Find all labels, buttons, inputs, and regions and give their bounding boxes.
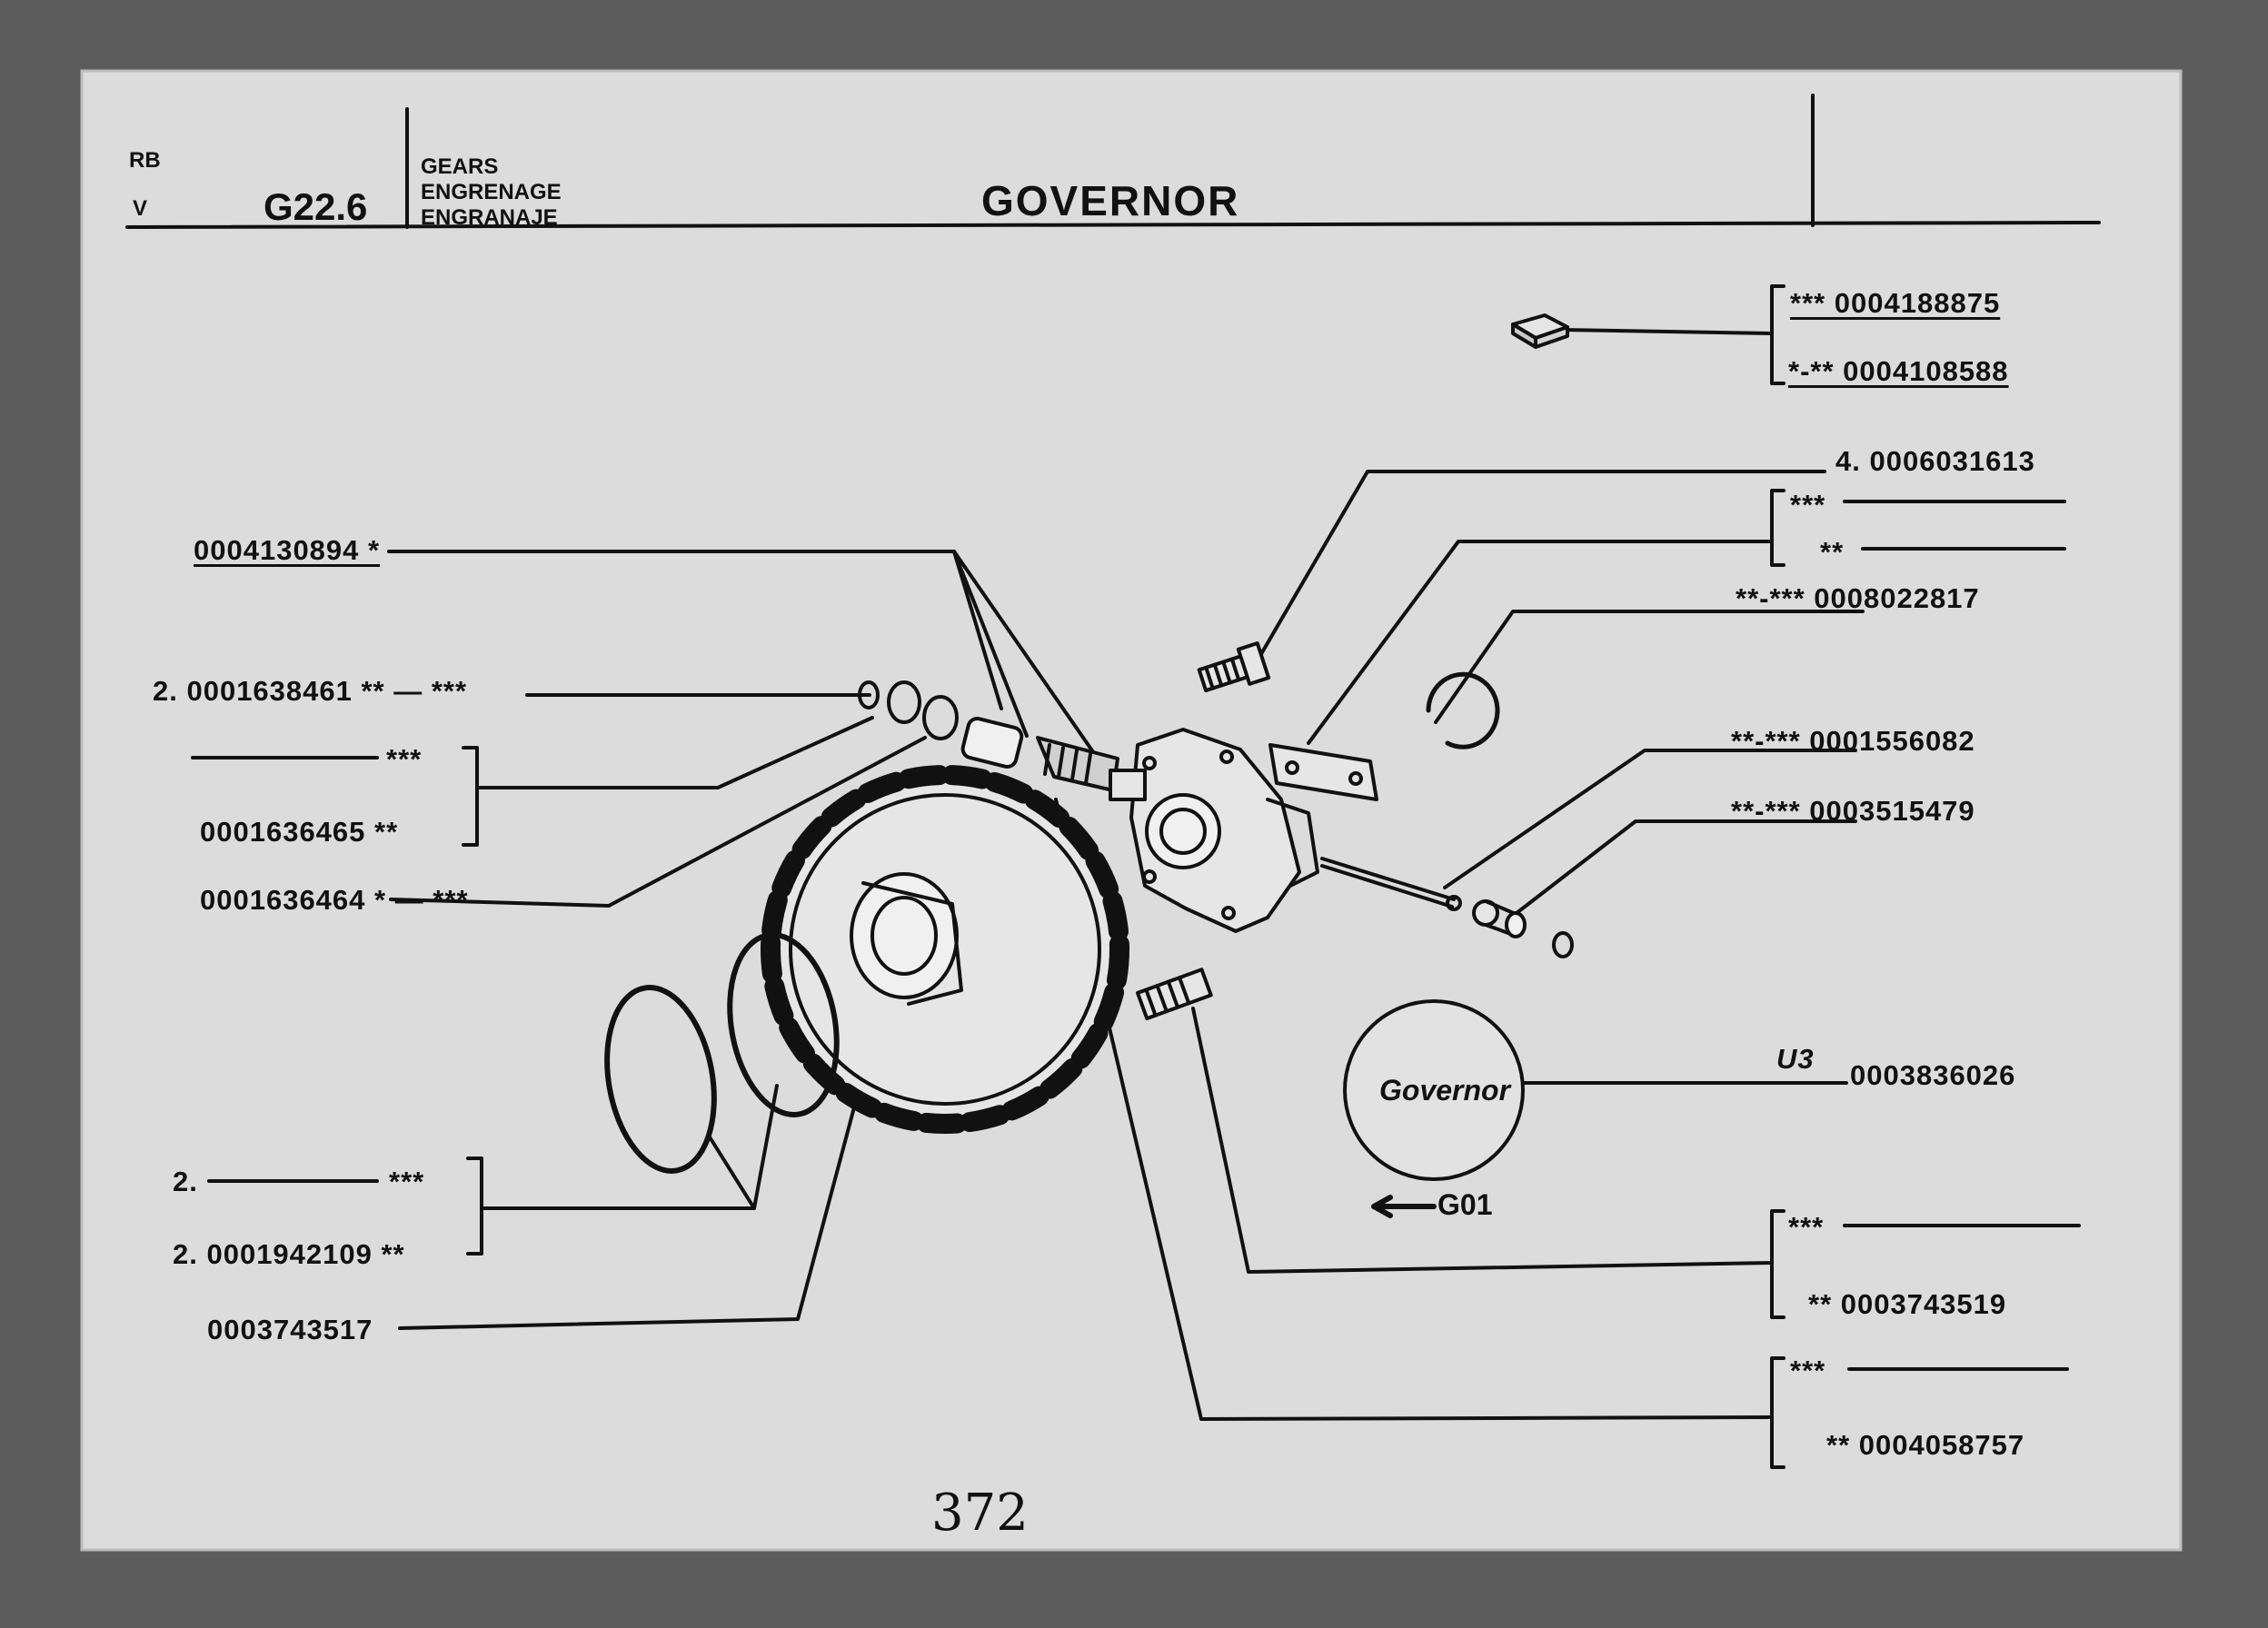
small-ring-part	[1552, 931, 1574, 958]
callout-r2: *-** 0004108588	[1788, 355, 2009, 387]
ring-small-1	[858, 680, 880, 710]
bracket-r2	[1770, 489, 1786, 567]
callout-c3: ***	[386, 743, 423, 775]
governor-badge-label: Governor	[1379, 1074, 1511, 1107]
leader-r7	[1443, 749, 1857, 889]
governor-badge-circle	[1343, 999, 1525, 1181]
header-rule	[125, 221, 2101, 229]
key-block-part	[1511, 313, 1569, 349]
governor-badge-ref: G01	[1437, 1188, 1493, 1221]
leader-r10	[1191, 1007, 1774, 1274]
leader-c3	[475, 716, 874, 789]
callout-r5: **	[1820, 536, 1845, 568]
sprocket-gear-part	[761, 765, 1129, 1134]
o-ring-large-2	[727, 932, 840, 1117]
leader-circlip	[1434, 610, 1865, 724]
callout-c7: 2. 0001942109 **	[173, 1238, 405, 1270]
leader-bolt	[1250, 470, 1826, 671]
circlip-part	[1426, 671, 1500, 749]
corner-bottom-label: V	[133, 196, 148, 221]
callout-r12: ***	[1790, 1355, 1826, 1386]
leader-c5	[389, 736, 927, 908]
section-code: G22.6	[264, 185, 368, 228]
callout-r8: **-*** 0003515479	[1731, 795, 1975, 827]
callout-c8: 0003743517	[207, 1314, 373, 1345]
leader-c8	[398, 1020, 879, 1330]
lang-label-fr: ENGRENAGE	[421, 180, 562, 204]
leader-key	[1559, 328, 1774, 335]
callout-r4: ***	[1790, 489, 1826, 521]
callout-r1: *** 0004188875	[1790, 287, 2001, 319]
callout-c1: 0004130894 *	[194, 534, 381, 566]
bracket-r4	[1770, 1356, 1786, 1469]
bracket-l1	[462, 746, 479, 847]
shaft-part	[960, 717, 1147, 801]
leader-shaft-3	[952, 550, 1106, 769]
callout-c6: ***	[389, 1166, 425, 1197]
linkage-rod-part	[1320, 857, 1462, 911]
callout-c2: 2. 0001638461 ** — ***	[153, 675, 468, 707]
callout-r6: **-*** 0008022817	[1736, 582, 1980, 614]
ring-small-3	[922, 695, 959, 740]
ring-small-2	[887, 680, 921, 724]
leader-r8	[1507, 819, 1857, 921]
lang-label-en: GEARS	[421, 154, 499, 179]
gasket-plate-part	[1268, 743, 1378, 801]
threaded-pin-part	[1135, 968, 1213, 1021]
callout-r10: ***	[1788, 1211, 1825, 1243]
callout-r13: ** 0004058757	[1826, 1429, 2025, 1461]
lang-label-es: ENGRANAJE	[421, 205, 558, 230]
bracket-l2	[466, 1156, 483, 1256]
callout-r11: ** 0003743519	[1808, 1288, 2007, 1320]
o-ring-large-1	[604, 985, 717, 1174]
leader-shaft-2	[952, 550, 1029, 738]
leader-gasket	[1307, 540, 1774, 745]
bushing-part	[1472, 899, 1527, 938]
callout-c4: 0001636465 **	[200, 816, 399, 848]
callout-r9-code: U3	[1776, 1043, 1815, 1075]
page-number: 372	[931, 1484, 1029, 1543]
corner-top-label: RB	[129, 148, 161, 173]
callout-c6-prefix: 2.	[173, 1166, 198, 1197]
page-title: GOVERNOR	[981, 177, 1240, 224]
callout-r7: **-*** 0001556082	[1731, 725, 1975, 757]
callout-r3: 4. 0006031613	[1835, 445, 2035, 477]
callout-c5: 0001636464 * — ***	[200, 884, 469, 916]
bolt-part	[1197, 641, 1271, 693]
g01-arrow-icon	[1371, 1195, 1437, 1218]
governor-housing-part	[1129, 728, 1319, 933]
callout-r9: 0003836026	[1850, 1059, 2016, 1091]
